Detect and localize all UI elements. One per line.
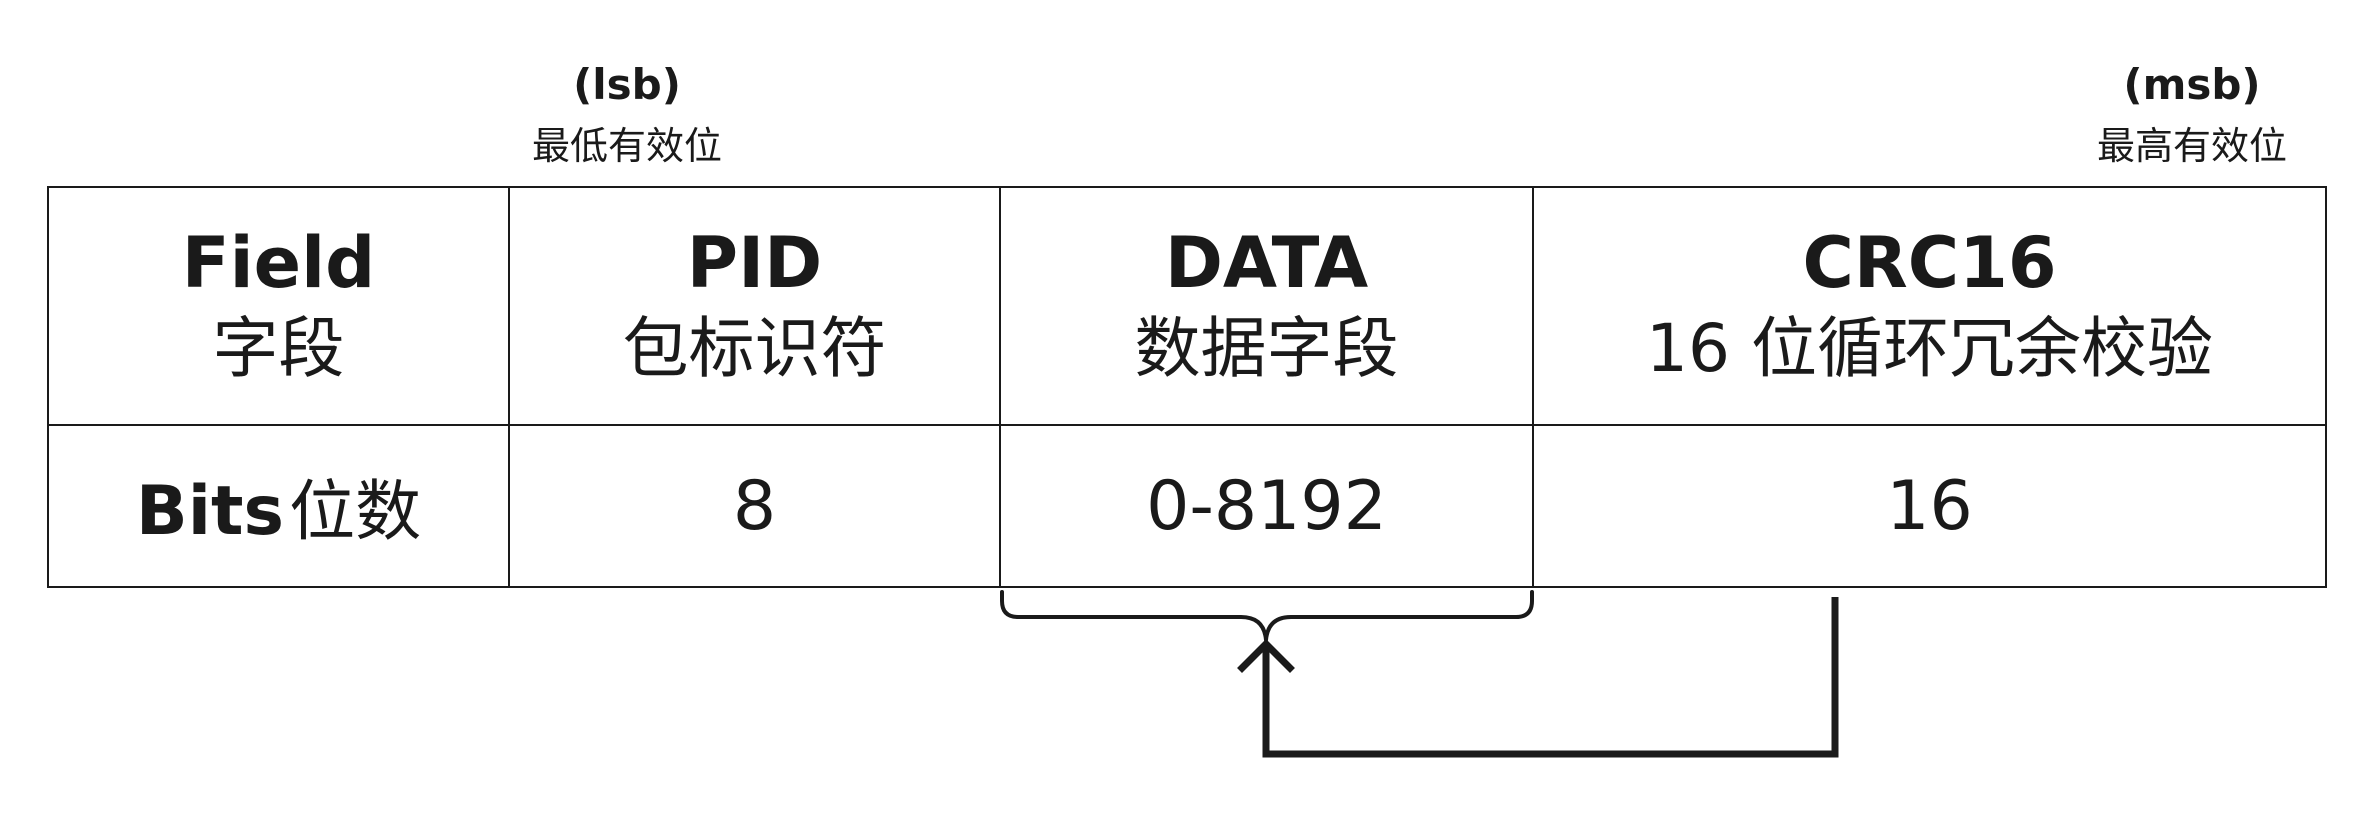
data-field-desc: 数据字段 — [1134, 310, 1399, 387]
data-field-brace — [1000, 590, 1534, 642]
field-header-en: Field — [181, 222, 376, 304]
data-field-name: DATA — [1164, 222, 1369, 304]
lsb-label: 最低有效位 — [531, 124, 722, 168]
crc16-field-cell: CRC16 16 位循环冗余校验 — [1532, 186, 2327, 426]
crc16-bits-value: 16 — [1886, 466, 1973, 546]
packet-format-table: Field 字段 PID 包标识符 DATA 数据字段 CRC16 16 位循环… — [47, 186, 2327, 588]
crc-coverage-arrowhead — [1237, 639, 1295, 673]
msb-marker: (msb) 最高有效位 — [2070, 55, 2314, 177]
data-bits-value: 0-8192 — [1146, 466, 1387, 546]
data-field-cell: DATA 数据字段 — [999, 186, 1534, 426]
bits-header-en: Bits — [135, 472, 285, 551]
crc-coverage-arrow — [1262, 597, 1839, 758]
field-row: Field 字段 PID 包标识符 DATA 数据字段 CRC16 16 位循环… — [47, 186, 2327, 426]
lsb-abbr: (lsb) — [573, 60, 681, 109]
pid-field-desc: 包标识符 — [622, 310, 887, 387]
crc16-field-desc: 16 位循环冗余校验 — [1646, 310, 2213, 387]
pid-field-name: PID — [686, 222, 823, 304]
pid-bits-value: 8 — [732, 466, 777, 546]
bits-row: Bits 位数 8 0-8192 16 — [47, 424, 2327, 588]
field-header-zh: 字段 — [212, 310, 345, 387]
field-header-cell: Field 字段 — [47, 186, 510, 426]
pid-bits-cell: 8 — [508, 424, 1001, 588]
lsb-marker: (lsb) 最低有效位 — [505, 55, 749, 177]
msb-label: 最高有效位 — [2096, 124, 2287, 168]
bits-header-cell: Bits 位数 — [47, 424, 510, 588]
bits-header-zh: 位数 — [289, 473, 422, 550]
crc16-bits-cell: 16 — [1532, 424, 2327, 588]
pid-field-cell: PID 包标识符 — [508, 186, 1001, 426]
msb-abbr: (msb) — [2123, 60, 2261, 109]
data-bits-cell: 0-8192 — [999, 424, 1534, 588]
crc16-field-name: CRC16 — [1802, 222, 2057, 304]
